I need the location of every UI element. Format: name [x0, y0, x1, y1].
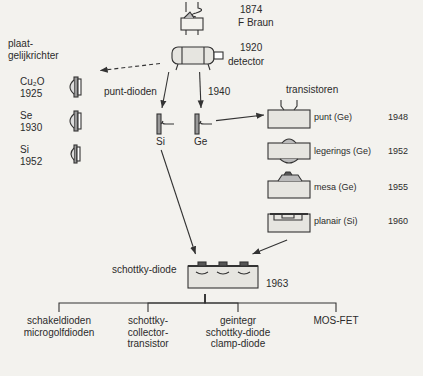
label-text: transistoren: [286, 84, 338, 96]
connector: [200, 72, 201, 108]
application-node: geintegr schottky-diode clamp-diode: [196, 312, 280, 354]
label-text: punt-dioden: [104, 86, 157, 98]
rectifier-group: plaat- gelijkrichterCu₂O1925Se1930Si1952: [4, 36, 100, 174]
connector: [100, 64, 160, 71]
label-text: microgolfdioden: [24, 327, 95, 339]
label-text: 1948: [388, 112, 408, 122]
label-text: legerings (Ge): [314, 146, 371, 156]
label-text: planair (Si): [314, 216, 358, 226]
label-text: F Braun: [238, 17, 274, 29]
plate-rectifier-se: [70, 111, 81, 131]
label-text: detector: [228, 56, 264, 68]
transistor-node: mesa (Ge) 1955: [264, 170, 418, 202]
application-node: schottky- collector- transistor: [118, 312, 178, 354]
point-diode-node: Si: [148, 108, 176, 150]
rectifier-node: Se1930: [20, 110, 68, 136]
detector-sketch: [172, 47, 223, 70]
label-text: 1952: [20, 156, 42, 168]
connector: [216, 115, 264, 121]
connector: [205, 294, 336, 312]
point-diode-node: Ge: [186, 108, 216, 150]
alloy-transistor: [268, 139, 310, 163]
transistor-group: transistoren punt (Ge) 1948 legerings (Ge) 1…: [262, 84, 420, 244]
label-text: punt (Ge): [314, 112, 352, 122]
label-text: 1955: [388, 182, 408, 192]
label-text: 1952: [388, 146, 408, 156]
connector: [148, 294, 205, 312]
label-text: schottky-diode: [112, 264, 176, 276]
transistor-node: punt (Ge) 1948: [264, 100, 418, 130]
label-text: Si: [156, 136, 165, 148]
planar-transistor: [268, 214, 310, 232]
detector-node: 1920 detector: [160, 38, 270, 72]
connector: [161, 150, 195, 254]
label-text: Ge: [194, 136, 207, 148]
inventor-note: 1874F Braun: [160, 0, 285, 36]
label-text: 1960: [388, 216, 408, 226]
connector: [162, 72, 169, 108]
rectifier-node: Cu₂O1925: [20, 76, 68, 102]
schottky-node: schottky-diode 1963: [110, 254, 300, 294]
label-text: 1963: [266, 278, 288, 290]
label-text: mesa (Ge): [314, 182, 357, 192]
label-text: 1940: [208, 86, 230, 98]
label-text: schottky- collector- transistor: [127, 315, 168, 350]
label-text: Cu₂O: [20, 76, 44, 88]
plate-rectifier-si: [71, 145, 80, 163]
braun-crystal-sketch: [181, 2, 203, 35]
point-transistor: [268, 100, 310, 128]
label-text: 1874: [240, 4, 262, 16]
connector: [253, 240, 288, 254]
transistor-node: legerings (Ge) 1952: [264, 136, 418, 166]
rectifier-node: Si1952: [20, 144, 68, 170]
label-text: Se: [20, 110, 32, 122]
label-text: 1930: [20, 122, 42, 134]
label-text: schakeldioden: [27, 315, 91, 327]
application-node: schakeldiodenmicrogolfdioden: [14, 312, 104, 342]
label-text: Si: [20, 144, 29, 156]
mesa-transistor: [268, 172, 310, 198]
label-text: 1920: [240, 42, 262, 54]
label-text: plaat- gelijkrichter: [8, 38, 59, 61]
schottky-diode-sketch: [188, 262, 258, 288]
connector: [59, 294, 205, 312]
label-text: geintegr schottky-diode clamp-diode: [206, 315, 270, 350]
point-diode-si: [157, 114, 174, 134]
application-node: MOS-FET: [306, 312, 366, 329]
label-text: 1925: [20, 88, 42, 100]
point-diode-group: punt-dioden 1940Si Ge: [102, 84, 237, 150]
plate-rectifier-cu2o: [70, 77, 81, 97]
label-text: MOS-FET: [314, 315, 359, 327]
point-diode-ge: [195, 114, 212, 134]
transistor-node: planair (Si) 1960: [264, 208, 418, 240]
